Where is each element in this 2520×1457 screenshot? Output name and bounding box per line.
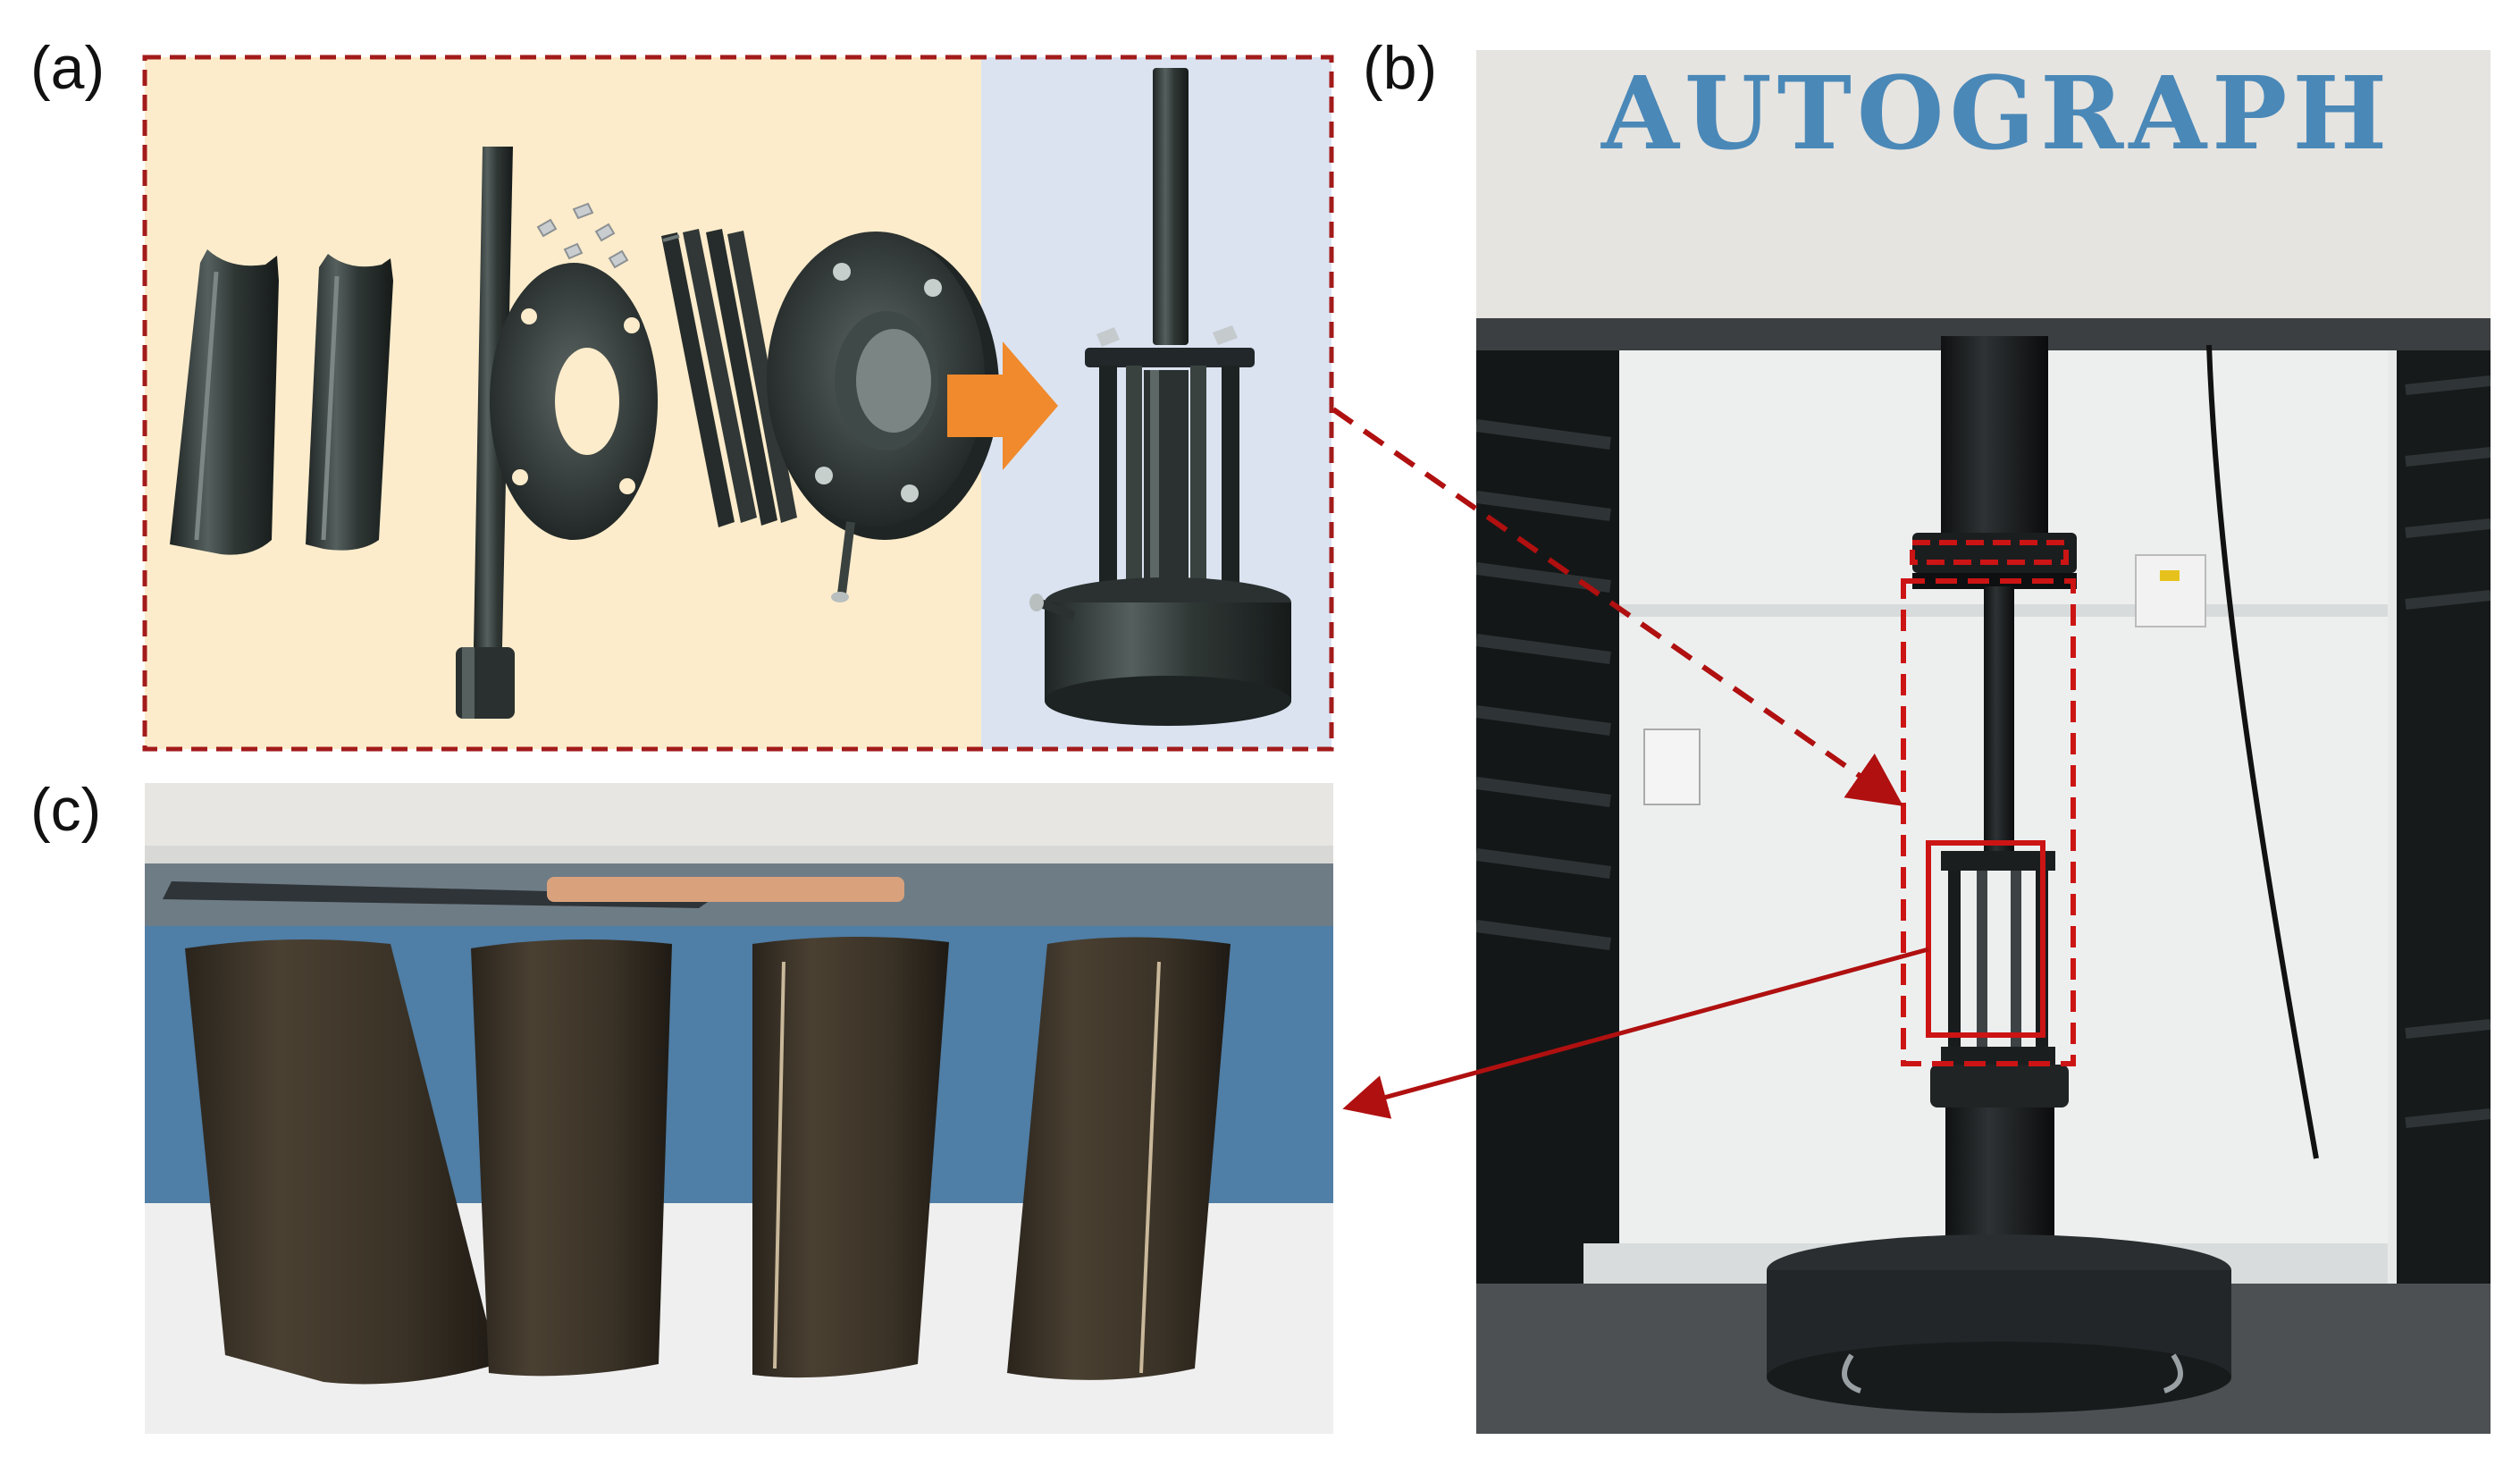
crosshead-dashed-marker	[1910, 540, 2069, 565]
panel-a-to-fixture-arrow	[1331, 407, 1903, 806]
fixture-parts-photo	[145, 57, 1331, 749]
upper-crosshead	[1476, 50, 2491, 318]
testing-machine-photo: AUTOGRAPH	[1476, 50, 2491, 1434]
guide-bolts	[661, 229, 797, 527]
specimen-4	[1007, 937, 1231, 1380]
base-plate	[767, 232, 999, 602]
top-ring-plate	[490, 263, 658, 540]
assembly-arrow	[947, 341, 1058, 470]
testing-machine-illustration: AUTOGRAPH	[1476, 50, 2491, 1434]
fixture-parts-illustration	[145, 57, 1331, 749]
machine-brand-text: AUTOGRAPH	[1600, 55, 2392, 173]
panel-label-b: (b)	[1363, 34, 1438, 102]
specimens-illustration	[145, 783, 1333, 1434]
split-mold-half-left	[170, 249, 279, 555]
right-bellows	[2397, 350, 2491, 1423]
specimens-photo	[145, 783, 1333, 1434]
split-mold-half-right	[306, 254, 393, 551]
load-cell	[1941, 336, 2048, 542]
specimen-3	[752, 936, 949, 1378]
panel-label-c: (c)	[30, 776, 102, 844]
panel-a-dashed-frame	[142, 55, 1334, 752]
wall-socket	[2135, 554, 2206, 627]
loading-rod	[1984, 586, 2014, 863]
panel-label-a: (a)	[30, 34, 105, 102]
specimen-1	[185, 939, 498, 1385]
specimen-2	[471, 939, 672, 1377]
loading-region-dashed-box	[1901, 578, 2076, 1066]
power-cable	[2206, 344, 2319, 1159]
wall-switch	[1643, 728, 1701, 805]
fixture-highlight-box	[1926, 840, 2045, 1038]
wing-nuts	[536, 202, 629, 269]
fixture-to-specimens-arrow	[1342, 947, 1929, 1119]
left-bellows	[1476, 350, 1619, 1289]
assembled-fixture	[1029, 68, 1291, 726]
